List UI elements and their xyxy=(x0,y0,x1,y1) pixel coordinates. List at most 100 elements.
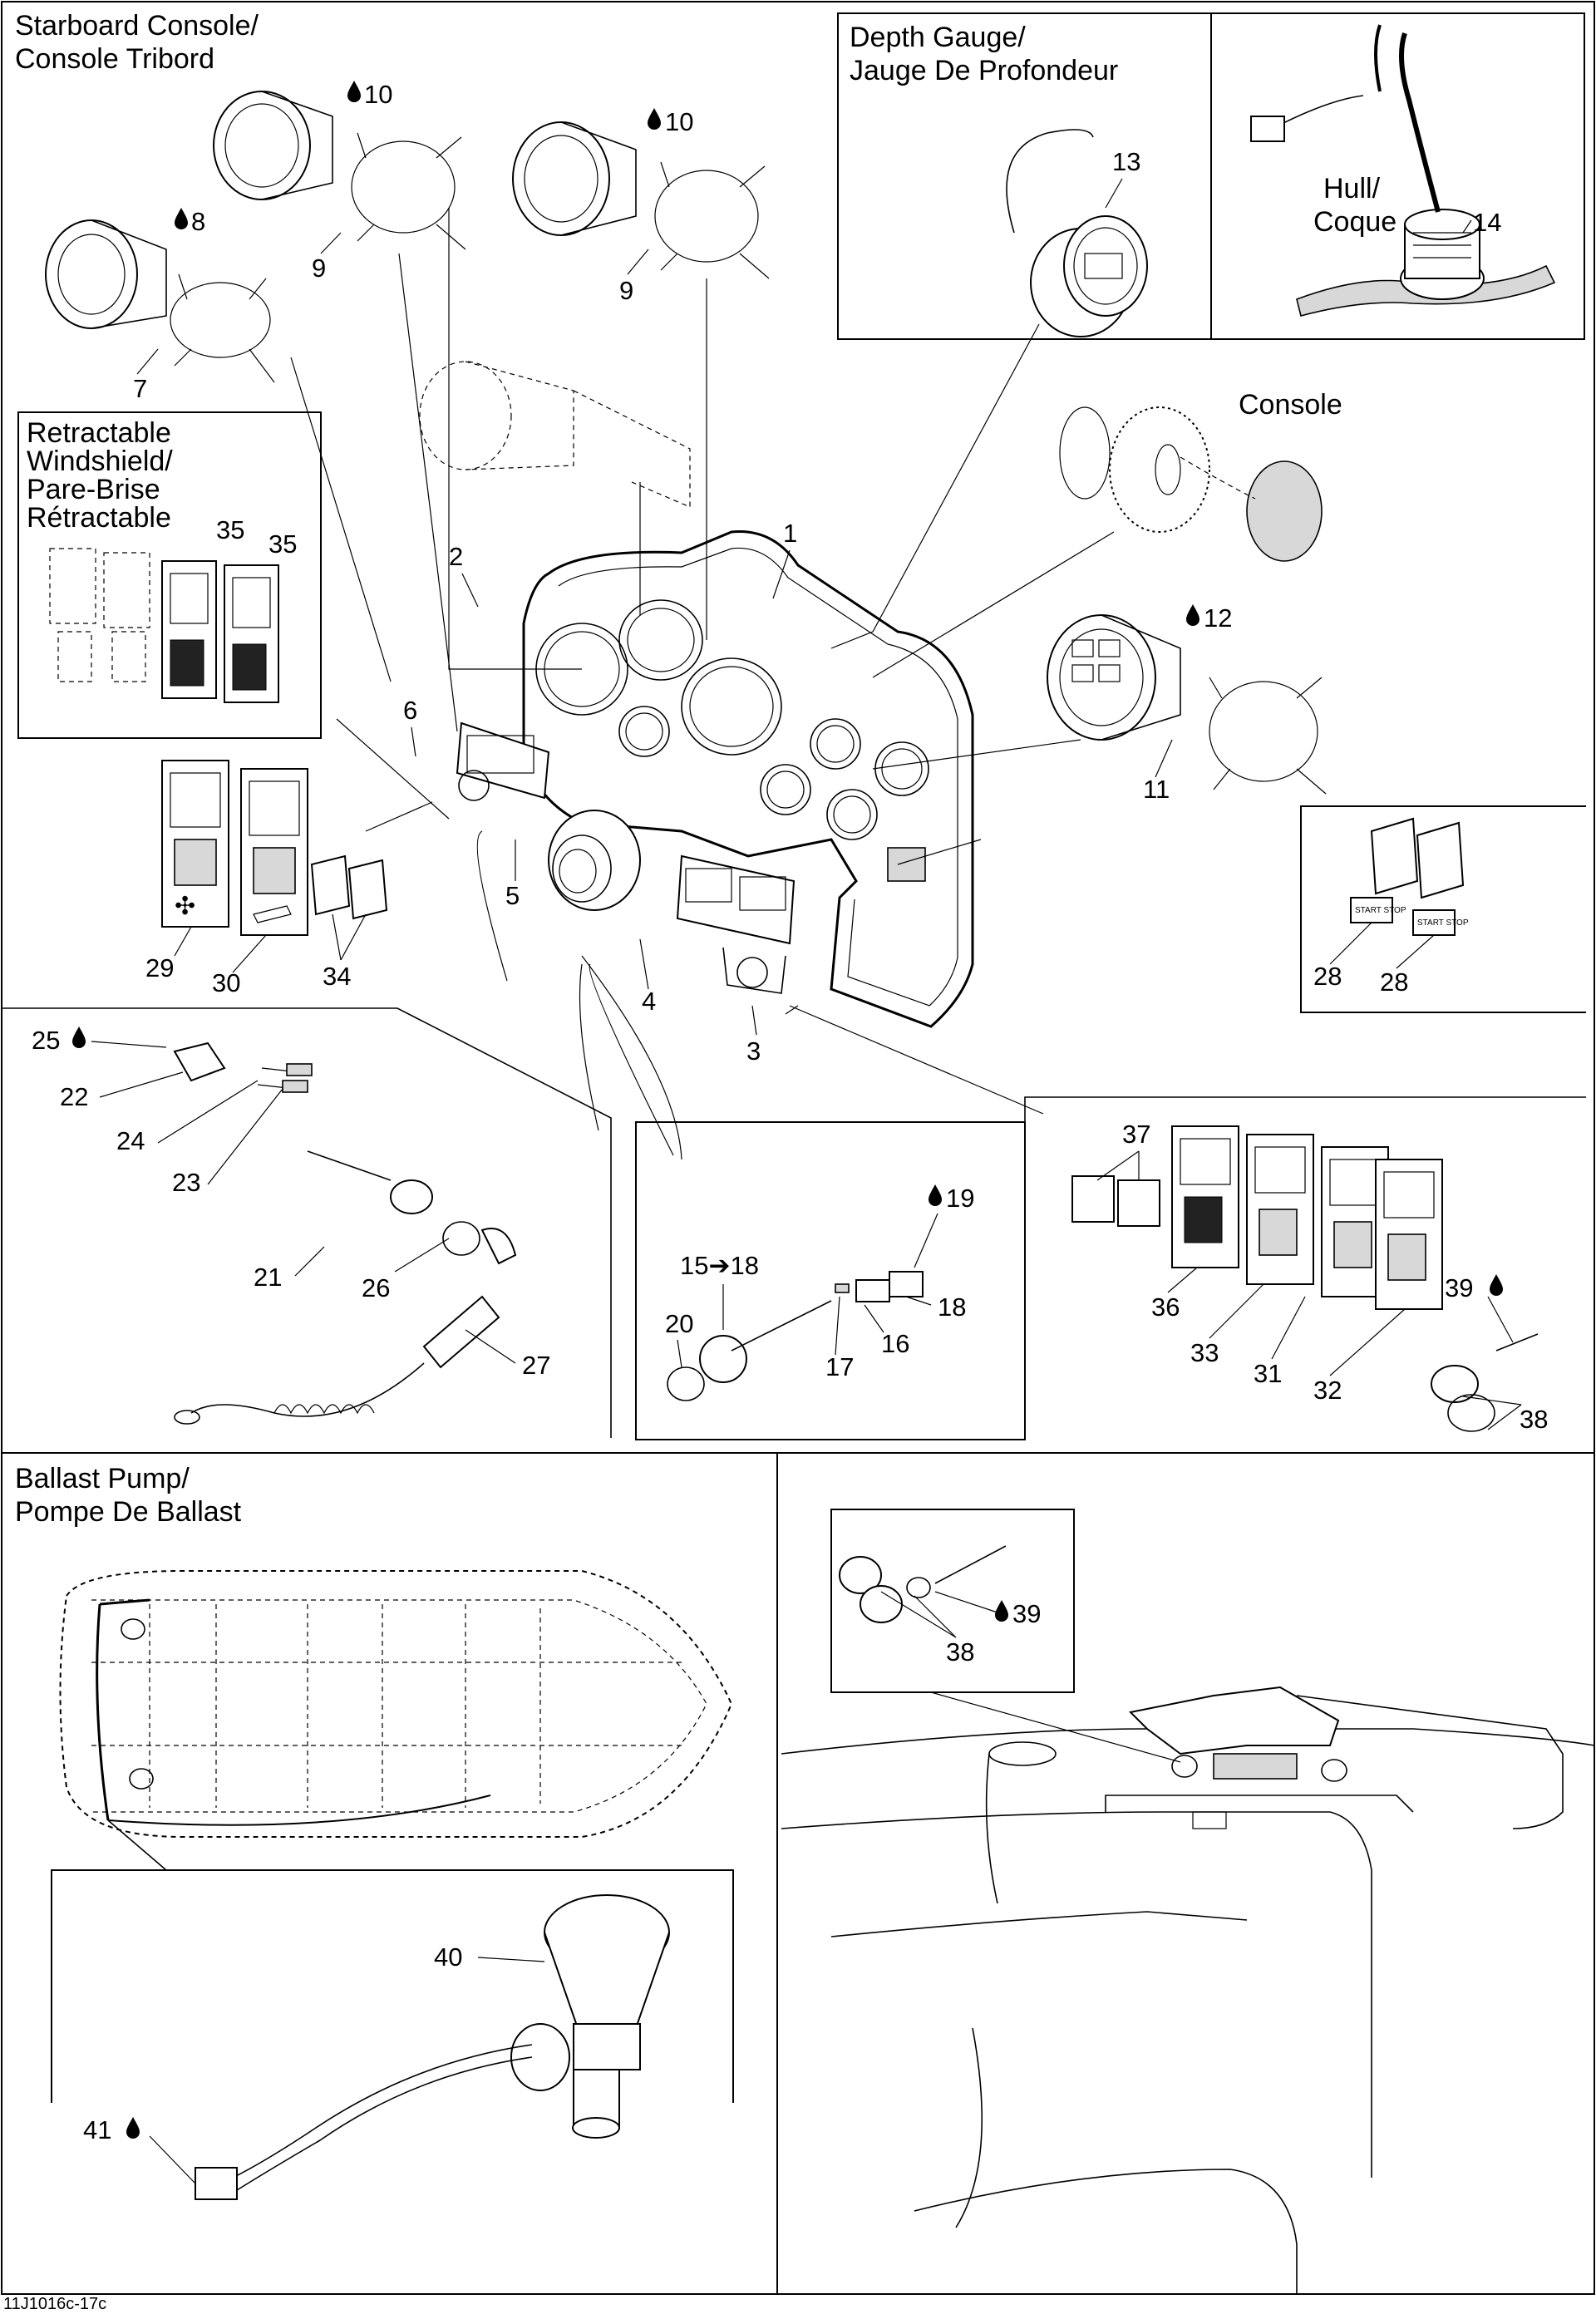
start-stop-label-b: START STOP xyxy=(1417,918,1469,928)
start-stop-switches: START STOP START STOP xyxy=(1350,817,1469,936)
callout-leaders xyxy=(91,178,1522,2184)
callout-2: 2 xyxy=(449,542,463,571)
callout-30: 30 xyxy=(212,968,240,997)
callout-39-b: 39 xyxy=(1012,1599,1041,1628)
gauge-9-left xyxy=(213,91,466,250)
fluid-drop-icon xyxy=(929,1184,942,1206)
callout-23: 23 xyxy=(172,1168,200,1197)
section-titles: Starboard Console/ Console Tribord Depth… xyxy=(15,10,1396,1528)
callout-22: 22 xyxy=(60,1082,88,1111)
callout-26: 26 xyxy=(362,1273,390,1302)
starboard-console-title-1: Starboard Console/ xyxy=(15,10,259,42)
switch-panel-5 xyxy=(456,721,550,801)
callout-15-18: 15➔18 xyxy=(680,1251,759,1280)
callout-40: 40 xyxy=(434,1942,462,1972)
switches-29-30-34: ✣ xyxy=(161,760,388,936)
kill-switch-assembly xyxy=(173,1041,517,1425)
connector-15-20 xyxy=(667,1271,924,1401)
footer-code: 11J1016c-17c xyxy=(3,2295,106,2313)
callout-13: 13 xyxy=(1112,147,1140,176)
hull-label-1: Hull/ xyxy=(1323,173,1381,204)
callout-33: 33 xyxy=(1190,1338,1219,1367)
callout-34: 34 xyxy=(323,962,351,991)
leader-lines xyxy=(290,208,1115,1160)
callout-19: 19 xyxy=(946,1184,974,1213)
callout-27: 27 xyxy=(522,1351,550,1380)
callout-41: 41 xyxy=(83,2115,111,2144)
callout-35-b: 35 xyxy=(268,529,297,559)
callout-28-a: 28 xyxy=(1313,962,1342,991)
callout-8: 8 xyxy=(191,207,205,236)
callout-21: 21 xyxy=(254,1263,282,1292)
depth-gauge-title-2: Jauge De Profondeur xyxy=(850,55,1118,86)
switch-panel-3 xyxy=(676,854,796,994)
gauge-9-right xyxy=(512,121,770,279)
callout-32: 32 xyxy=(1313,1376,1342,1405)
hull-top-view xyxy=(59,1570,733,1871)
fluid-drop-icon xyxy=(648,108,661,130)
callout-14: 14 xyxy=(1473,208,1501,237)
callout-6: 6 xyxy=(403,696,417,725)
callout-36: 36 xyxy=(1151,1292,1180,1322)
callout-9-left: 9 xyxy=(312,254,326,283)
callout-38-b: 38 xyxy=(946,1637,974,1667)
fluid-drop-icon xyxy=(72,1027,86,1048)
windshield-title-2: Windshield/ xyxy=(27,446,173,477)
windshield-title-3: Pare-Brise xyxy=(27,474,160,505)
callout-3: 3 xyxy=(746,1036,761,1066)
fluid-drop-icon xyxy=(1490,1274,1503,1296)
callout-29: 29 xyxy=(145,953,174,982)
callout-37: 37 xyxy=(1122,1120,1150,1149)
callout-35-a: 35 xyxy=(216,515,244,544)
fluid-drop-icon xyxy=(347,81,361,102)
dash-panel xyxy=(522,530,974,1028)
svg-text:✣: ✣ xyxy=(175,893,195,920)
depth-gauge-title-1: Depth Gauge/ xyxy=(850,22,1026,53)
callout-10-right: 10 xyxy=(665,107,693,136)
start-stop-label-a: START STOP xyxy=(1355,906,1406,915)
callout-10-left: 10 xyxy=(364,80,392,109)
starboard-console-title-2: Console Tribord xyxy=(15,43,214,75)
callout-28-b: 28 xyxy=(1380,967,1408,997)
callout-20: 20 xyxy=(665,1309,693,1338)
callout-39-a: 39 xyxy=(1445,1273,1473,1302)
callout-7: 7 xyxy=(133,374,147,403)
callout-9-right: 9 xyxy=(619,276,633,305)
fluid-drop-icon xyxy=(175,208,188,229)
windshield-switches xyxy=(49,548,279,703)
gauge-7 xyxy=(45,219,275,383)
callout-25: 25 xyxy=(32,1026,60,1055)
callout-12: 12 xyxy=(1204,603,1232,633)
callout-18: 18 xyxy=(938,1292,966,1322)
windshield-title-4: Rétractable xyxy=(27,502,171,534)
callout-31: 31 xyxy=(1254,1359,1282,1388)
callout-24: 24 xyxy=(116,1126,145,1155)
callout-38-a: 38 xyxy=(1520,1405,1548,1434)
callout-1: 1 xyxy=(783,519,797,548)
fluid-drop-icon xyxy=(1186,604,1199,626)
hull-label-2: Coque xyxy=(1313,206,1396,238)
ballast-pump-title-2: Pompe De Ballast xyxy=(15,1496,242,1528)
callout-5: 5 xyxy=(505,881,520,910)
switches-31-37 xyxy=(1071,1125,1539,1432)
depth-gauge-13 xyxy=(1006,129,1148,337)
callouts: 1 2 3 4 5 6 7 8 9 10 9 10 11 12 13 14 15… xyxy=(32,80,1548,2144)
fluid-drop-icon xyxy=(126,2117,140,2139)
ballast-pump-40 xyxy=(195,1894,670,2200)
console-perspective xyxy=(781,1545,1595,2294)
horn-knob xyxy=(548,810,641,911)
callout-4: 4 xyxy=(642,987,656,1016)
callout-16: 16 xyxy=(881,1329,909,1358)
ballast-pump-title-1: Ballast Pump/ xyxy=(15,1463,190,1494)
callout-17: 17 xyxy=(825,1352,854,1381)
console-label: Console xyxy=(1239,389,1342,421)
windshield-title-1: Retractable xyxy=(27,417,171,449)
console-detail xyxy=(1059,406,1323,562)
gauge-11 xyxy=(1047,614,1327,795)
callout-11: 11 xyxy=(1143,775,1170,804)
transducer-14 xyxy=(1250,24,1556,317)
ghost-gauge xyxy=(419,361,691,508)
fluid-drop-icon xyxy=(995,1600,1008,1622)
